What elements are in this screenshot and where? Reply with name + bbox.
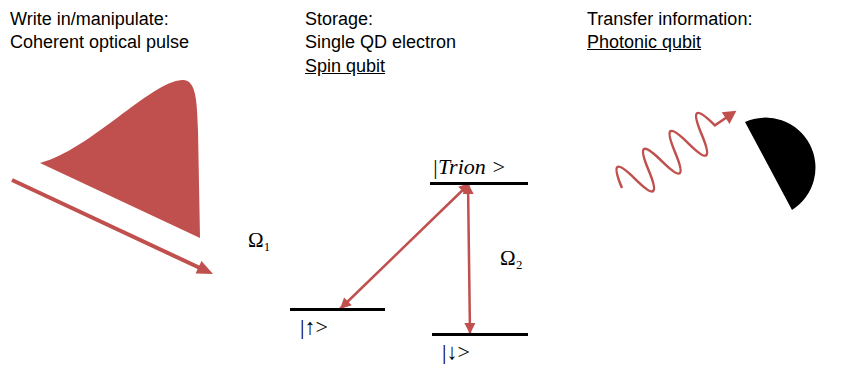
transition-arrow — [340, 183, 470, 309]
underlined-heading: Photonic qubit — [587, 31, 701, 53]
caption-text: Coherent optical pulse — [10, 31, 189, 53]
energy-level: |↓> — [432, 333, 528, 365]
pulse-shape — [40, 80, 200, 238]
pulse-arrow — [12, 180, 200, 268]
photon-wave — [611, 94, 748, 204]
connector-layer — [340, 183, 470, 334]
caption-text: Storage: — [305, 8, 373, 30]
caption-text: Write in/manipulate: — [10, 8, 169, 30]
transition-arrow — [468, 183, 470, 334]
optical-pulse — [12, 80, 213, 274]
pulse-arrowhead — [196, 261, 214, 274]
level-label: |↑> — [300, 314, 381, 340]
detector-symbol — [745, 118, 815, 210]
photon-arrowhead — [722, 105, 741, 124]
energy-level: |↑> — [290, 308, 385, 340]
caption-text: Transfer information: — [587, 8, 752, 30]
underlined-heading: Spin qubit — [305, 55, 385, 77]
level-label: |↓> — [442, 339, 524, 365]
rabi-frequency-label: Ω₁ — [246, 228, 273, 252]
energy-level: |Trion > — [430, 154, 528, 185]
photon-wave-line — [611, 101, 738, 205]
caption-text: Single QD electron — [305, 31, 456, 53]
level-label: |Trion > — [432, 154, 524, 180]
rabi-frequency-label: Ω₂ — [498, 246, 525, 270]
